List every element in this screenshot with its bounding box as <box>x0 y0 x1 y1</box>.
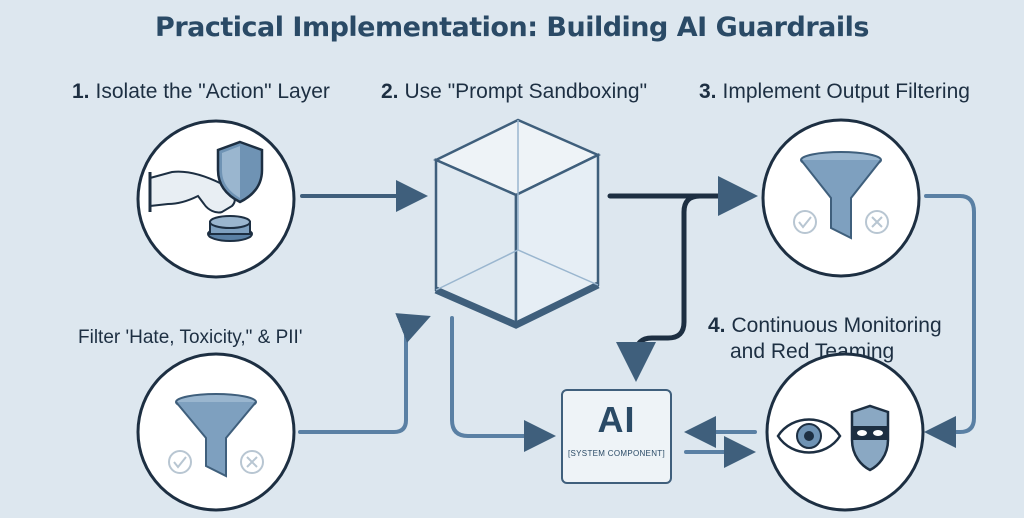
step-3-label: 3.Implement Output Filtering <box>699 80 970 104</box>
ai-sublabel: [SYSTEM COMPONENT] <box>568 449 665 458</box>
funnel-icon <box>800 151 882 240</box>
step-3-text: Implement Output Filtering <box>722 80 970 103</box>
shield-icon <box>216 140 264 204</box>
hand-pressing-button-icon <box>148 170 253 242</box>
input-filter-caption: Filter 'Hate, Toxicity," & PII' <box>78 327 303 348</box>
step-4-text-line1: Continuous Monitoring <box>731 314 942 337</box>
input-filter-node <box>136 352 296 512</box>
x-circle-icon <box>865 210 889 234</box>
masked-hacker-icon <box>850 404 890 472</box>
monitoring-node <box>765 352 925 512</box>
page-title: Practical Implementation: Building AI Gu… <box>155 12 869 43</box>
step-4-number: 4. <box>708 314 726 337</box>
arrow-input-filter-to-sandbox <box>298 313 431 434</box>
arrow-output-to-monitoring <box>924 194 976 448</box>
eye-icon <box>776 418 842 454</box>
action-layer-node <box>136 119 296 279</box>
step-2-text: Use "Prompt Sandboxing" <box>404 80 648 103</box>
check-circle-icon <box>793 210 817 234</box>
check-circle-icon <box>168 450 192 474</box>
step-2-number: 2. <box>381 80 399 103</box>
step-3-number: 3. <box>699 80 717 103</box>
step-1-label: 1.Isolate the "Action" Layer <box>72 80 330 104</box>
step-2-label: 2.Use "Prompt Sandboxing" <box>381 80 647 104</box>
output-filter-node <box>761 118 921 278</box>
funnel-icon <box>175 393 257 478</box>
ai-system-component-box: AI [SYSTEM COMPONENT] <box>561 389 672 484</box>
arrow-sandbox-to-ai <box>616 193 703 382</box>
sandbox-cube-icon <box>433 118 601 329</box>
step-1-text: Isolate the "Action" Layer <box>95 80 330 103</box>
step-1-number: 1. <box>72 80 90 103</box>
ai-label: AI <box>597 399 636 440</box>
arrow-sandbox-bottom-to-ai <box>450 316 556 452</box>
x-circle-icon <box>240 450 264 474</box>
flow-arrows <box>298 176 976 468</box>
step-4-label: 4.Continuous Monitoring and Red Teaming <box>708 313 942 365</box>
